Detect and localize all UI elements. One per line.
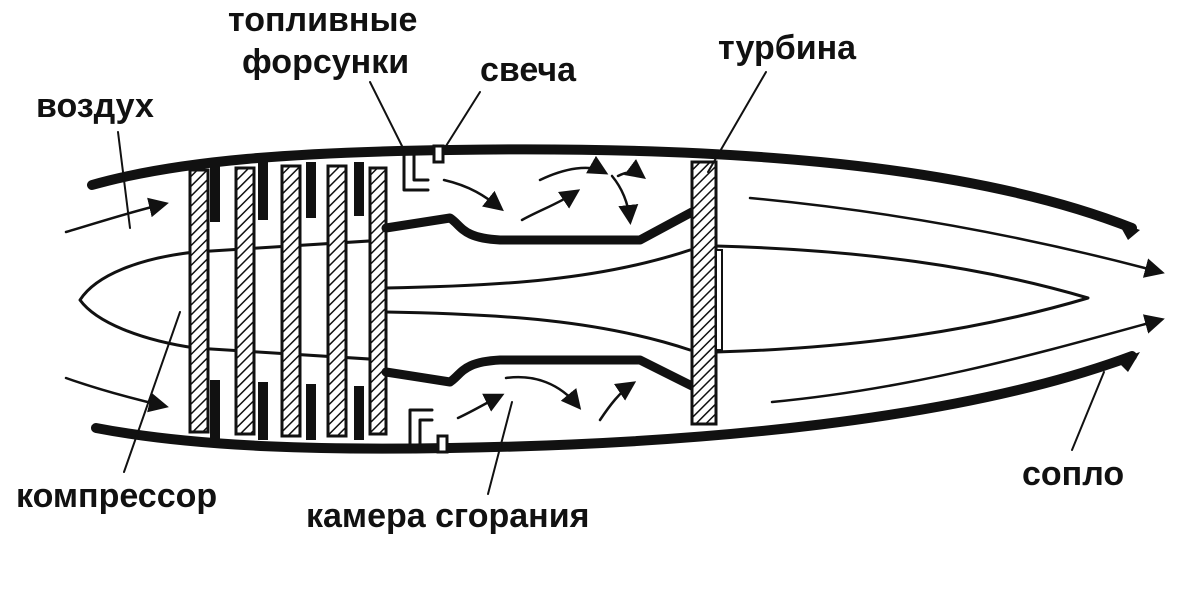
outer-casing	[87, 144, 1140, 454]
combustion-chamber-walls	[381, 207, 697, 391]
flow-arrows	[64, 155, 1165, 422]
compressor-stators	[210, 162, 364, 440]
spark-plug-icon	[432, 144, 449, 454]
label-compressor: компрессор	[16, 477, 218, 515]
nose-cone	[78, 250, 197, 350]
label-fuel-nozzles-line2: форсунки	[242, 43, 410, 81]
label-spark-plug: свеча	[480, 51, 577, 89]
label-air: воздух	[36, 87, 154, 125]
exhaust-cone	[714, 244, 1090, 354]
compressor-rotor-blades	[188, 164, 388, 438]
turbine-blades	[690, 160, 723, 426]
label-fuel-nozzles-line1: топливные	[228, 1, 418, 39]
fuel-nozzle-icon	[402, 146, 434, 454]
label-nozzle: сопло	[1022, 455, 1125, 493]
label-combustion-chamber: камера сгорания	[306, 497, 590, 535]
label-turbine: турбина	[718, 29, 857, 67]
leader-lines	[117, 71, 1105, 495]
main-shaft	[384, 248, 692, 352]
